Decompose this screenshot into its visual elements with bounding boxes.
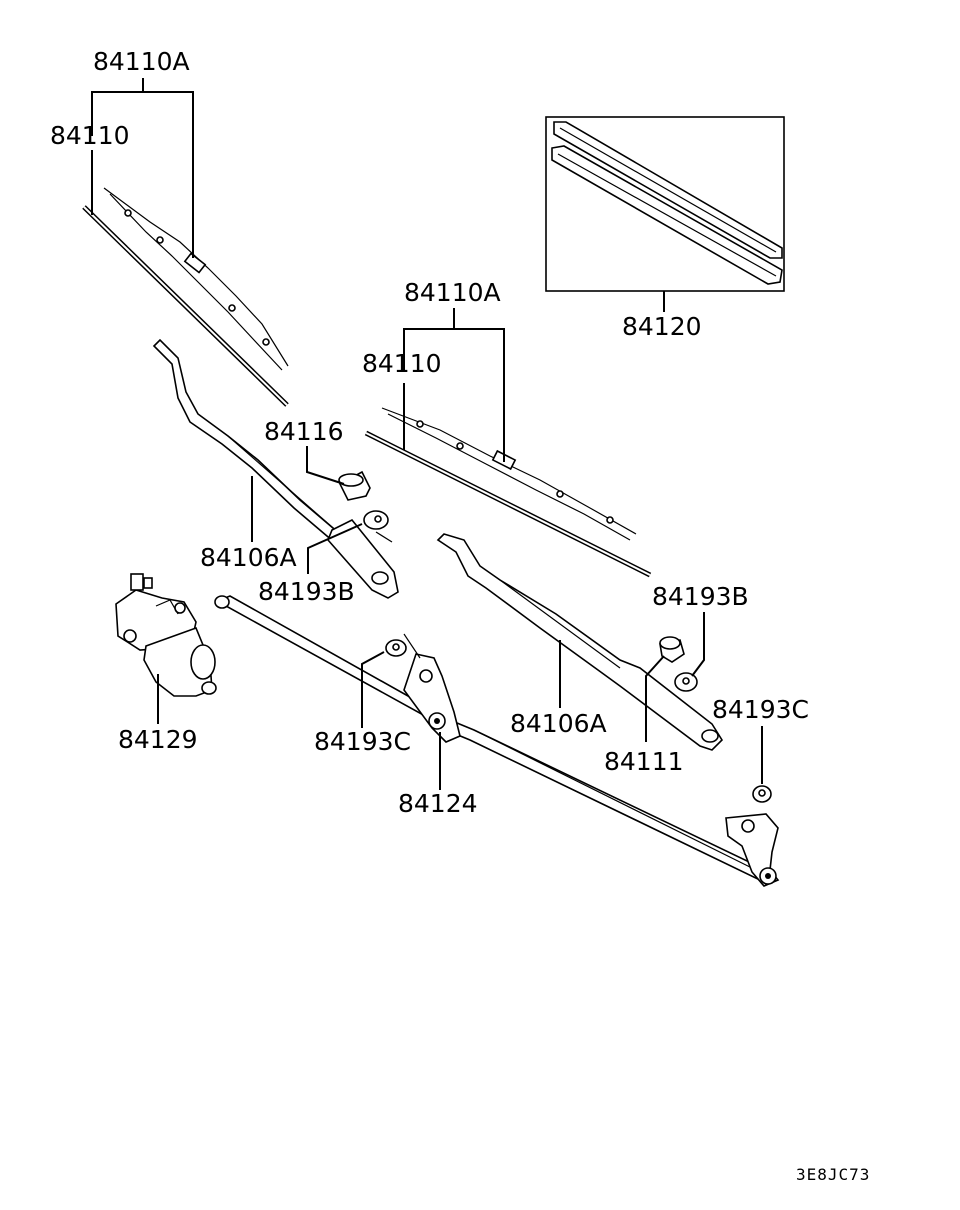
center-nut-guide bbox=[403, 633, 421, 659]
callout-84106A-left: 84106A bbox=[200, 543, 297, 572]
callout-84120: 84120 bbox=[622, 312, 702, 341]
pivot-cap bbox=[659, 636, 685, 663]
callout-84111: 84111 bbox=[604, 747, 684, 776]
callout-84110-right: 84110 bbox=[362, 349, 442, 378]
wiper-linkage bbox=[214, 595, 780, 887]
wiper-motor bbox=[115, 573, 217, 697]
diagram-code: 3E8JC73 bbox=[796, 1165, 870, 1184]
callout-84110-left: 84110 bbox=[50, 121, 130, 150]
right-wiper-arm bbox=[436, 533, 724, 751]
callout-84193B-left: 84193B bbox=[258, 577, 355, 606]
center-nut-leader bbox=[361, 651, 385, 728]
callout-84106A-right: 84106A bbox=[510, 709, 607, 738]
left-wiper-blade-assembly bbox=[82, 187, 289, 407]
callout-84193B-right: 84193B bbox=[652, 582, 749, 611]
callout-84110A-right: 84110A bbox=[404, 278, 501, 307]
refill-kit-box bbox=[545, 116, 785, 292]
left-nut-guide bbox=[375, 531, 393, 543]
pivot-cap-leader bbox=[645, 655, 665, 742]
center-pivot-nut bbox=[385, 639, 407, 657]
callout-84193C-right: 84193C bbox=[712, 695, 809, 724]
callout-84129: 84129 bbox=[118, 725, 198, 754]
callout-84124: 84124 bbox=[398, 789, 478, 818]
right-arm-nut bbox=[674, 672, 698, 692]
callout-84193C-center: 84193C bbox=[314, 727, 411, 756]
arm-cover-leader bbox=[306, 446, 345, 485]
right-wiper-blade-assembly bbox=[364, 407, 652, 578]
right-blade-callout-lines bbox=[403, 308, 505, 462]
right-pivot-nut bbox=[752, 785, 772, 803]
callout-84116: 84116 bbox=[264, 417, 344, 446]
left-arm-nut bbox=[363, 510, 389, 530]
arm-cover bbox=[338, 470, 371, 501]
callout-84110A-left: 84110A bbox=[93, 47, 190, 76]
right-nut-leader bbox=[691, 612, 705, 677]
left-nut-leader bbox=[307, 523, 363, 574]
left-blade-callout-lines bbox=[91, 78, 194, 258]
left-wiper-arm bbox=[152, 338, 399, 599]
